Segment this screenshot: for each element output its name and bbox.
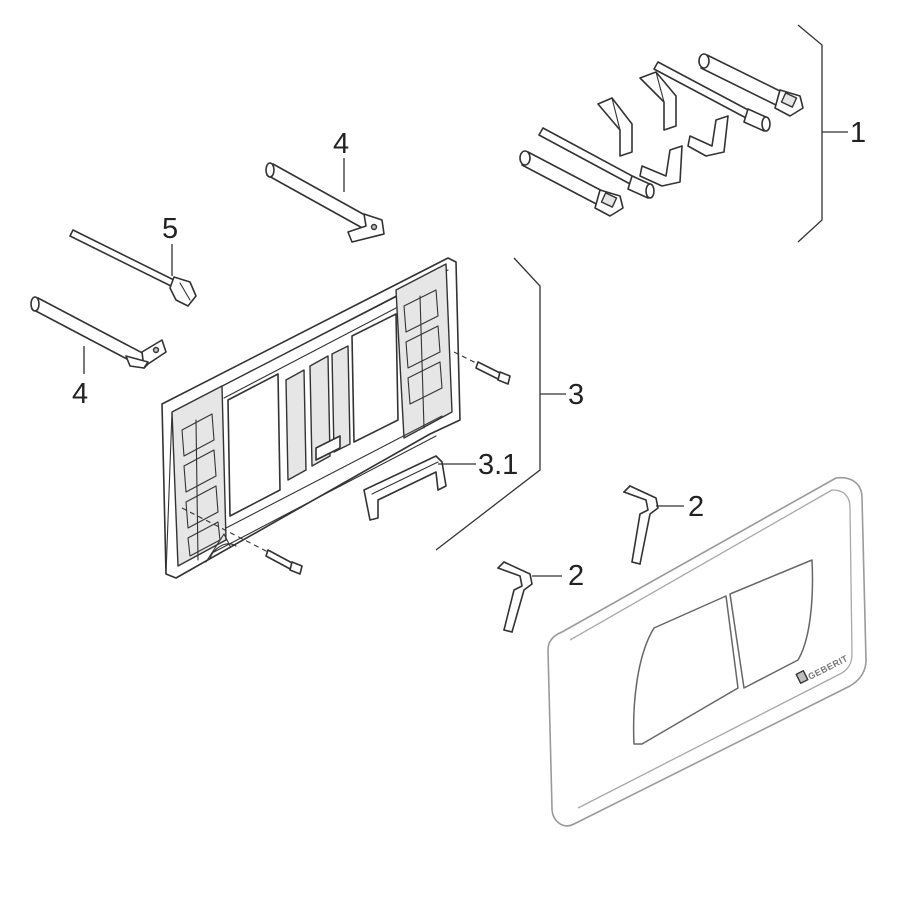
callout-4-top: 4 (333, 128, 349, 160)
callout-2-upper: 2 (688, 491, 704, 523)
callout-1: 1 (850, 117, 866, 149)
angle-bracket-c (687, 115, 729, 157)
angle-bracket-b (639, 71, 677, 131)
angle-bracket-d (639, 145, 683, 187)
wire-clip-lower (497, 561, 562, 633)
long-screw (69, 229, 197, 307)
angle-bracket-a (597, 97, 633, 157)
callout-3: 3 (568, 379, 584, 411)
threaded-rod-2 (538, 127, 655, 199)
fixing-set-group (519, 24, 848, 243)
bracket-1 (797, 24, 823, 243)
clip-3-1 (363, 455, 476, 521)
wire-clip-upper (623, 485, 684, 565)
l-rod-left (30, 296, 167, 374)
callout-5: 5 (162, 213, 178, 245)
frame-screw-bottom (181, 507, 303, 575)
flush-button-left (632, 595, 739, 745)
brand-logo-mark (795, 670, 809, 684)
l-rod-top (265, 158, 385, 243)
threaded-rod-1 (653, 61, 771, 132)
mounting-frame (161, 257, 461, 579)
callout-4-left: 4 (72, 378, 88, 410)
callout-2-lower: 2 (568, 560, 584, 592)
frame-screw-top (453, 351, 511, 385)
bracket-3 (435, 257, 541, 551)
flush-plate: GEBERIT (547, 476, 867, 827)
flush-button-right (729, 559, 814, 689)
long-bolt-1 (698, 53, 804, 117)
callout-3-1: 3.1 (478, 449, 518, 481)
long-bolt-2 (519, 150, 624, 217)
